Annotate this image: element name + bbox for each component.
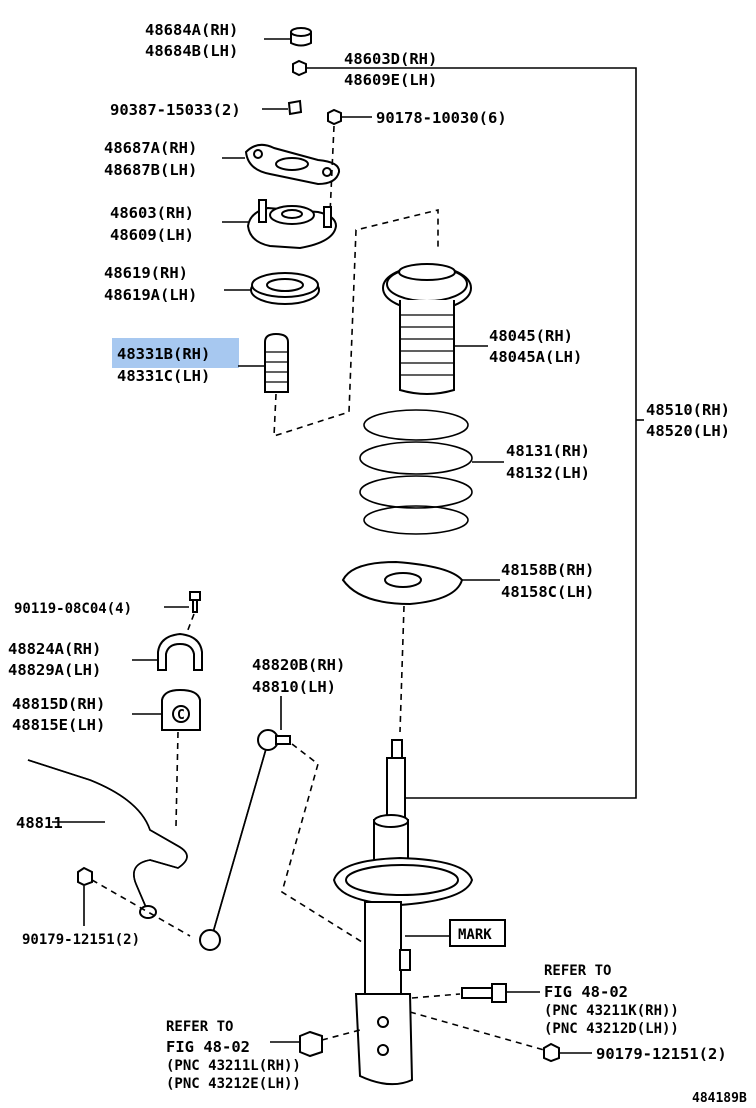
refer-left-line4[interactable]: (PNC 43212E(LH)): [166, 1076, 301, 1092]
strut-mount-48603-part[interactable]: [246, 199, 338, 250]
label-48609[interactable]: 48609(LH): [110, 226, 194, 244]
refer-left-line2[interactable]: FIG 48-02: [166, 1038, 250, 1056]
dust-boot-48045-part[interactable]: [382, 263, 472, 395]
label-48331b[interactable]: 48331B(RH): [117, 345, 210, 363]
refer-left-line3[interactable]: (PNC 43211L(RH)): [166, 1058, 301, 1074]
label-48687a[interactable]: 48687A(RH): [104, 139, 197, 157]
refer-left-line1[interactable]: REFER TO: [166, 1019, 233, 1035]
label-48132[interactable]: 48132(LH): [506, 464, 590, 482]
coil-spring-48131-part[interactable]: [359, 409, 473, 535]
label-48619a[interactable]: 48619A(LH): [104, 286, 197, 304]
label-48815e[interactable]: 48815E(LH): [12, 716, 105, 734]
label-48045[interactable]: 48045(RH): [489, 327, 573, 345]
assembly-bracket-line: [306, 67, 644, 799]
label-90179-right[interactable]: 90179-12151(2): [596, 1045, 727, 1063]
label-48820b[interactable]: 48820B(RH): [252, 656, 345, 674]
label-90178[interactable]: 90178-10030(6): [376, 109, 507, 127]
label-48603d[interactable]: 48603D(RH): [344, 50, 437, 68]
shock-absorber-part[interactable]: [332, 739, 474, 1086]
label-48811[interactable]: 48811: [16, 814, 63, 832]
bump-stopper-48331-part[interactable]: [264, 332, 289, 393]
nut-48603d-part[interactable]: [292, 59, 307, 77]
stabilizer-link-48820-part[interactable]: [199, 729, 291, 951]
washer-90387-part[interactable]: [287, 99, 303, 116]
label-48603[interactable]: 48603(RH): [110, 204, 194, 222]
nut-90179-left-part[interactable]: [77, 866, 93, 887]
svg-text:C: C: [177, 708, 185, 723]
bolt-refer-right-part[interactable]: [461, 983, 507, 1003]
cap-48684-part[interactable]: [290, 27, 312, 47]
label-48824a[interactable]: 48824A(RH): [8, 640, 101, 658]
label-48510[interactable]: 48510(RH): [646, 401, 730, 419]
label-48609e[interactable]: 48609E(LH): [344, 71, 437, 89]
label-48131[interactable]: 48131(RH): [506, 442, 590, 460]
stabilizer-bar-48811-part[interactable]: [27, 759, 188, 919]
label-48520[interactable]: 48520(LH): [646, 422, 730, 440]
label-48687b[interactable]: 48687B(LH): [104, 161, 197, 179]
label-48684b[interactable]: 48684B(LH): [145, 42, 238, 60]
mark-label: MARK: [458, 927, 492, 943]
label-48331c[interactable]: 48331C(LH): [117, 367, 210, 385]
label-48815d[interactable]: 48815D(RH): [12, 695, 105, 713]
label-48684a[interactable]: 48684A(RH): [145, 21, 238, 39]
support-plate-48687-part[interactable]: [244, 143, 341, 186]
refer-right-line3[interactable]: (PNC 43211K(RH)): [544, 1003, 679, 1019]
mark-label-box: [449, 919, 506, 947]
label-48158c[interactable]: 48158C(LH): [501, 583, 594, 601]
label-48045a[interactable]: 48045A(LH): [489, 348, 582, 366]
selected-part-highlight: [112, 338, 239, 368]
label-48829a[interactable]: 48829A(LH): [8, 661, 101, 679]
bolt-90119-part[interactable]: [189, 591, 201, 613]
label-90387[interactable]: 90387-15033(2): [110, 101, 241, 119]
label-90179-left[interactable]: 90179-12151(2): [22, 932, 140, 948]
refer-right-line4[interactable]: (PNC 43212D(LH)): [544, 1021, 679, 1037]
stabilizer-bushing-48815-part[interactable]: C: [161, 688, 201, 731]
label-48619[interactable]: 48619(RH): [104, 264, 188, 282]
nut-90178-part[interactable]: [327, 108, 342, 126]
label-48158b[interactable]: 48158B(RH): [501, 561, 594, 579]
bushing-bracket-48824-part[interactable]: [157, 632, 203, 671]
refer-right-line2[interactable]: FIG 48-02: [544, 983, 628, 1001]
figure-id: 484189B: [692, 1091, 747, 1106]
nut-refer-left-part[interactable]: [299, 1030, 323, 1058]
bearing-48619-part[interactable]: [250, 272, 320, 305]
refer-right-line1[interactable]: REFER TO: [544, 963, 611, 979]
label-90119[interactable]: 90119-08C04(4): [14, 601, 132, 617]
nut-90179-right-part[interactable]: [543, 1042, 560, 1063]
label-48810[interactable]: 48810(LH): [252, 678, 336, 696]
spring-seat-48158-part[interactable]: [341, 560, 464, 606]
